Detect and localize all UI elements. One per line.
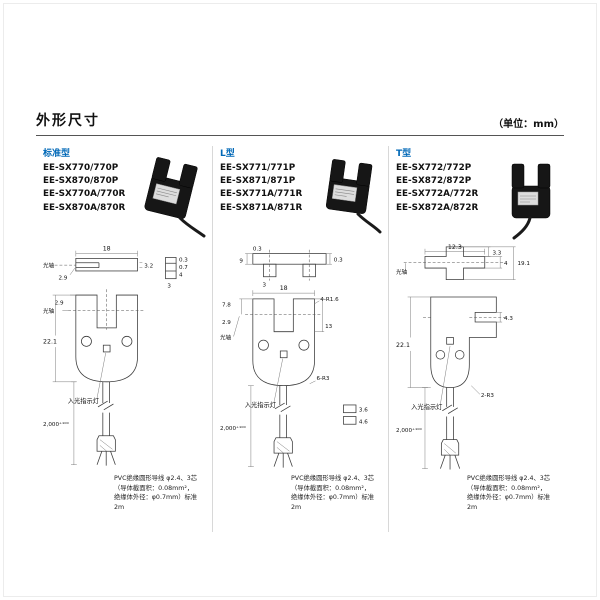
content-area: 外形尺寸 （单位：mm） 标准型 EE-SX770/770P EE-SX870/…: [36, 110, 564, 532]
cable-length-label: 2,000⁺¹⁰⁰: [396, 427, 422, 434]
sensor-cable: [512, 216, 532, 240]
optical-axis-label: 光轴: [396, 268, 408, 276]
top-view: 12.3 光轴 3.3 4 19.1: [396, 244, 530, 280]
dim-step2: 0.7: [179, 265, 188, 271]
dim-width: 18: [280, 285, 288, 292]
model-item: EE-SX871/871P: [220, 176, 296, 187]
model-list: EE-SX772/772P EE-SX872/872P EE-SX772A/77…: [396, 162, 488, 215]
model-list: EE-SX771/771P EE-SX871/871P EE-SX771A/77…: [220, 162, 312, 215]
indicator-label: 入光指示灯: [68, 396, 99, 405]
product-photo-t: [496, 156, 562, 246]
sensor-body: [325, 159, 373, 214]
dimension-drawing-l: 0.3 9 3 0.3 18 4-R1.6: [220, 246, 368, 468]
dim-width: 18: [103, 245, 111, 252]
dim-b2: 4.6: [359, 419, 368, 425]
indicator-label: 入光指示灯: [245, 400, 276, 409]
type-label-t: T型: [396, 149, 412, 159]
unit-note: （单位：mm）: [493, 119, 564, 130]
product-photo-standard: [136, 156, 210, 244]
optical-axis-label: 光轴: [43, 307, 55, 315]
dim-radius: 6-R3: [316, 376, 329, 382]
model-item: EE-SX870/870P: [43, 176, 119, 187]
dim-top4: 0.3: [334, 257, 343, 263]
dim-top: 3.3: [492, 250, 501, 256]
page-header: 外形尺寸 （单位：mm）: [36, 110, 564, 136]
dim-corner: 4-R1.6: [320, 297, 339, 303]
top-view: 18 光轴 3.2 2.9 0.3 0.7 4 3: [43, 245, 188, 289]
model-item: EE-SX872/872P: [396, 176, 472, 187]
dim-right1: 4: [504, 261, 508, 267]
dim-step4: 3: [167, 283, 171, 289]
dim-width: 12.3: [448, 244, 462, 251]
optical-axis-label: 光轴: [220, 333, 232, 341]
sensor-photo-illustration: [144, 157, 206, 238]
sensor-body: [511, 163, 551, 219]
model-item: EE-SX772/772P: [396, 163, 472, 173]
dimension-columns: 标准型 EE-SX770/770P EE-SX870/870P EE-SX770…: [36, 146, 564, 532]
dim-b1: 3.6: [359, 407, 368, 413]
dim-radius: 2-R3: [481, 393, 494, 399]
dim-top3: 3: [262, 282, 266, 288]
dimension-drawing-standard: 18 光轴 3.2 2.9 0.3 0.7 4 3: [43, 245, 188, 466]
model-item: EE-SX770/770P: [43, 163, 119, 173]
cable-view: 2,000⁺¹⁰⁰: [396, 387, 461, 470]
page-title: 外形尺寸: [36, 113, 100, 129]
type-label-standard: 标准型: [43, 149, 71, 159]
cable-view: 2,000⁺¹⁰⁰: [43, 381, 116, 466]
column-t-type: T型 EE-SX772/772P EE-SX872/872P EE-SX772A…: [388, 146, 564, 532]
dim-step3: 4: [179, 272, 183, 278]
model-item: EE-SX872A/872R: [396, 202, 479, 213]
cable-view: 2,000⁺¹⁰⁰: [220, 385, 293, 468]
cable-note: PVC绝缘圆形导线 φ2.4、3芯（导体截面积：0.08mm²，绝缘体外径：φ0…: [291, 475, 375, 511]
model-item: EE-SX771A/771R: [220, 189, 303, 200]
model-list: EE-SX770/770P EE-SX870/870P EE-SX770A/77…: [43, 162, 135, 215]
dim-axis-offset: 2.9: [58, 275, 67, 281]
sensor-cable: [356, 212, 382, 234]
cable-note: PVC绝缘圆形导线 φ2.4、3芯（导体截面积：0.08mm²，绝缘体外径：φ0…: [467, 475, 551, 511]
dim-right2: 19.1: [518, 261, 531, 267]
front-view: 18 4-R1.6 13 7.8 2.9 光轴 6-R3: [220, 285, 368, 425]
column-standard: 标准型 EE-SX770/770P EE-SX870/870P EE-SX770…: [36, 146, 212, 532]
dim-slot: 4.3: [504, 316, 513, 322]
cable-length-label: 2,000⁺¹⁰⁰: [43, 421, 69, 428]
indicator-label: 入光指示灯: [411, 402, 442, 411]
model-item: EE-SX770A/770R: [43, 189, 126, 200]
cable-length-label: 2,000⁺¹⁰⁰: [220, 425, 246, 432]
front-view: 4.3 22.1 2-R3 入光指示灯: [396, 296, 513, 411]
dim-axis-offset: 2.9: [222, 320, 231, 326]
top-view: 0.3 9 3 0.3: [239, 246, 343, 288]
column-l-type: L型 EE-SX771/771P EE-SX871/871P EE-SX771A…: [212, 146, 388, 532]
model-item: EE-SX772A/772R: [396, 189, 479, 200]
sensor-cable: [178, 216, 206, 238]
dim-side: 13: [325, 324, 333, 330]
dim-slot: 3.2: [144, 263, 153, 269]
sensor-photo-illustration: [511, 163, 551, 240]
dim-top1: 0.3: [253, 246, 262, 252]
sensor-photo-illustration: [325, 159, 382, 234]
model-item: EE-SX870A/870R: [43, 202, 126, 213]
dim-h1: 7.8: [222, 302, 231, 308]
dim-top2: 9: [239, 258, 243, 264]
model-item: EE-SX871A/871R: [220, 202, 303, 213]
front-view: 光轴 2.9 22.1 入光指示灯: [43, 289, 146, 405]
dimension-drawing-t: 12.3 光轴 3.3 4 19.1 4.3: [396, 244, 530, 470]
dim-height: 22.1: [43, 338, 57, 345]
dim-height: 22.1: [396, 342, 410, 349]
optical-axis-label: 光轴: [43, 261, 55, 269]
dim-step1: 0.3: [179, 257, 188, 263]
dim-axis-offset: 2.9: [55, 300, 64, 306]
type-label-l: L型: [220, 149, 235, 159]
sensor-body: [144, 157, 198, 219]
model-item: EE-SX771/771P: [220, 163, 296, 173]
product-photo-l: [316, 156, 386, 240]
cable-note: PVC绝缘圆形导线 φ2.4、3芯（导体截面积：0.08mm²，绝缘体外径：φ0…: [114, 475, 198, 511]
